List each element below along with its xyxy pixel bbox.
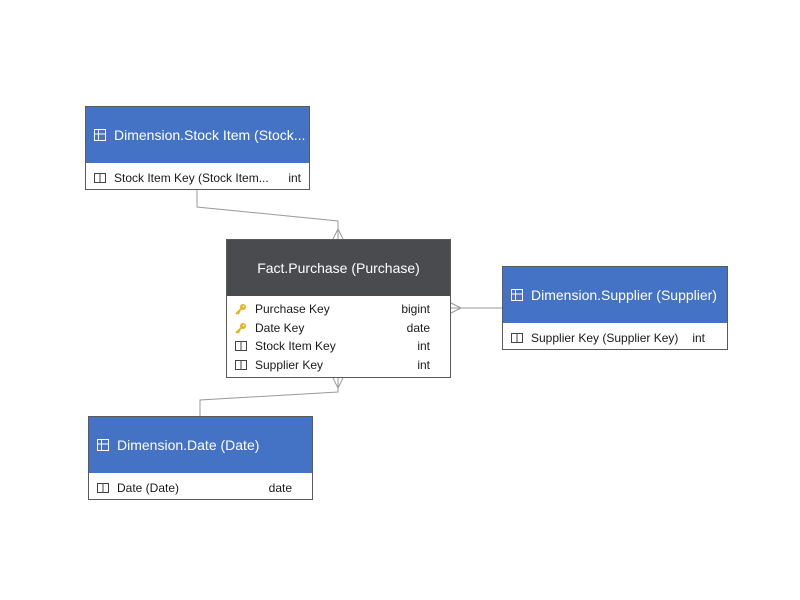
entity-dimension-supplier[interactable]: Dimension.Supplier (Supplier) Supplier K… xyxy=(502,266,728,350)
field-name: Supplier Key (Supplier Key) xyxy=(531,331,679,346)
field-row[interactable]: Purchase Key bigint xyxy=(227,300,450,319)
field-row[interactable]: Stock Item Key int xyxy=(227,337,450,356)
field-type: bigint xyxy=(401,302,430,317)
crowfoot-icon xyxy=(332,377,344,390)
entity-title: Dimension.Stock Item (Stock... xyxy=(114,127,306,143)
column-icon xyxy=(235,359,247,371)
field-type: int xyxy=(417,357,430,372)
entity-title: Dimension.Date (Date) xyxy=(117,437,260,453)
entity-dimension-date[interactable]: Dimension.Date (Date) Date (Date) date xyxy=(88,416,313,500)
field-type: int xyxy=(417,339,430,354)
relationship-stock-item-purchase xyxy=(196,190,339,239)
entity-header[interactable]: Dimension.Supplier (Supplier) xyxy=(503,267,727,323)
field-name: Date Key xyxy=(255,320,305,335)
crowfoot-icon xyxy=(450,302,463,314)
entity-dimension-stock-item[interactable]: Dimension.Stock Item (Stock... Stock Ite… xyxy=(85,106,310,190)
field-row[interactable]: Date (Date) date xyxy=(89,479,312,498)
key-icon xyxy=(235,322,247,334)
entity-header[interactable]: Dimension.Stock Item (Stock... xyxy=(86,107,309,163)
column-icon xyxy=(94,172,106,184)
entity-fact-purchase[interactable]: Fact.Purchase (Purchase) Purchase Key bi… xyxy=(226,239,451,378)
field-row[interactable]: Supplier Key int xyxy=(227,356,450,375)
field-row[interactable]: Date Key date xyxy=(227,319,450,338)
field-name: Purchase Key xyxy=(255,302,330,317)
field-type: date xyxy=(406,320,430,335)
entity-header[interactable]: Fact.Purchase (Purchase) xyxy=(227,240,450,296)
field-name: Stock Item Key (Stock Item... xyxy=(114,171,269,186)
table-icon xyxy=(94,129,106,141)
key-icon xyxy=(235,303,247,315)
field-name: Stock Item Key xyxy=(255,339,336,354)
column-icon xyxy=(511,332,523,344)
column-icon xyxy=(235,340,247,352)
column-icon xyxy=(97,482,109,494)
field-list: Purchase Key bigint Date Key date Stock … xyxy=(227,296,450,376)
field-name: Date (Date) xyxy=(117,481,180,496)
relationship-purchase-date xyxy=(199,378,339,416)
field-name: Supplier Key xyxy=(255,357,324,372)
entity-header[interactable]: Dimension.Date (Date) xyxy=(89,417,312,473)
entity-title: Fact.Purchase (Purchase) xyxy=(257,260,420,276)
field-list: Stock Item Key (Stock Item... int xyxy=(86,163,309,190)
field-row[interactable]: Stock Item Key (Stock Item... int xyxy=(86,169,309,188)
field-type: int xyxy=(288,171,301,186)
field-list: Supplier Key (Supplier Key) int xyxy=(503,323,727,350)
field-type: date xyxy=(268,481,292,496)
field-type: int xyxy=(692,331,705,346)
field-row[interactable]: Supplier Key (Supplier Key) int xyxy=(503,329,727,348)
entity-title: Dimension.Supplier (Supplier) xyxy=(531,287,717,303)
field-list: Date (Date) date xyxy=(89,473,312,500)
table-icon xyxy=(511,289,523,301)
crowfoot-icon xyxy=(332,227,344,240)
table-icon xyxy=(97,439,109,451)
